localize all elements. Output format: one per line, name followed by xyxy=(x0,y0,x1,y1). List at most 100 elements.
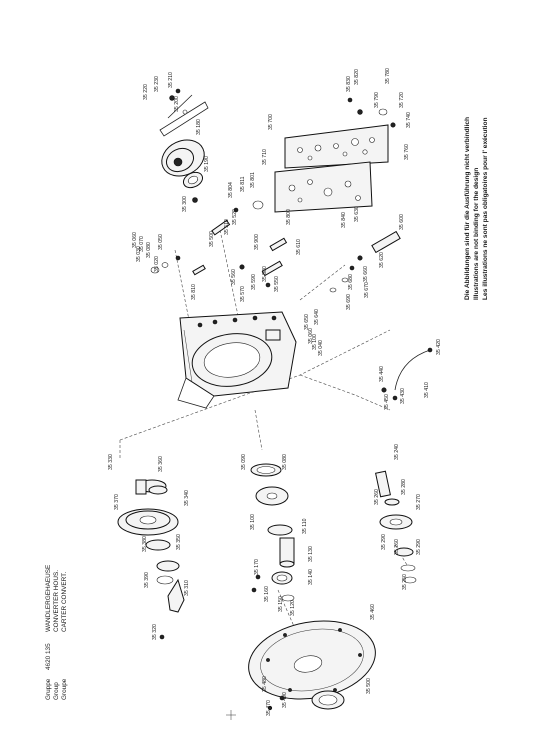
converter-housing xyxy=(177,311,297,409)
part-number-label: 35 600 xyxy=(399,214,405,230)
part-number-label: 35 060 xyxy=(132,232,138,248)
part-number-label: 35 340 xyxy=(184,490,190,506)
part-number-label: 35 650 xyxy=(304,314,310,330)
part-number-label: 35 380 xyxy=(142,536,148,552)
part-number-label: 35 900 xyxy=(254,234,260,250)
part-number-label: 35 820 xyxy=(354,69,360,85)
part-number-label: 35 290 xyxy=(416,539,422,555)
part-number-label: 35 450 xyxy=(384,394,390,410)
part-number-label: 35 420 xyxy=(436,339,442,355)
pressure-valve xyxy=(329,230,401,293)
part-number-label: 35 080 xyxy=(146,242,152,258)
part-number-label: 35 270 xyxy=(416,494,422,510)
part-number-label: 35 330 xyxy=(108,454,114,470)
part-number-label: 35 620 xyxy=(379,252,385,268)
group-header: Gruppe 4620 135 WANDLERGEHAEUSE Group CO… xyxy=(45,565,68,700)
part-number-label: 35 190 xyxy=(204,156,210,172)
part-number-label: 35 050 xyxy=(158,234,164,250)
part-number-label: 35 180 xyxy=(196,119,202,135)
part-number-label: 35 520 xyxy=(232,209,238,225)
output-shaft-assembly xyxy=(250,463,295,602)
part-number-label: 35 100 xyxy=(250,514,256,530)
part-number-label: 35 290 xyxy=(381,534,387,550)
front-cover-assembly xyxy=(159,88,264,213)
disclaimer-en: Illustrations are not binding for the de… xyxy=(473,168,480,300)
part-number-label: 35 670 xyxy=(364,282,370,298)
part-number-label: 35 060 xyxy=(308,328,314,344)
part-number-label: 35 800 xyxy=(286,209,292,225)
crop-mark xyxy=(226,710,236,720)
control-plates xyxy=(274,97,396,213)
part-number-label: 35 370 xyxy=(114,494,120,510)
part-number-label: 35 020 xyxy=(154,256,160,272)
part-number-label: 35 070 xyxy=(139,236,145,252)
valve-components xyxy=(150,219,288,288)
part-number-label: 35 250 xyxy=(402,574,408,590)
part-number-label: 35 700 xyxy=(268,114,274,130)
part-number-label: 35 630 xyxy=(354,206,360,222)
part-number-label: 35 260 xyxy=(374,489,380,505)
part-number-label: 35 230 xyxy=(154,76,160,92)
header-title-de: WANDLERGEHAEUSE xyxy=(45,565,52,632)
part-number-label: 35 830 xyxy=(346,76,352,92)
part-number-label: 35 110 xyxy=(302,518,308,534)
header-row2-label: Group xyxy=(53,682,60,700)
part-number-label: 35 550 xyxy=(274,276,280,292)
part-number-label: 35 130 xyxy=(308,546,314,562)
part-number-label: 35 811 xyxy=(240,176,246,192)
part-number-label: 35 030 xyxy=(136,246,142,262)
rear-cover xyxy=(248,620,376,711)
part-number-label: 35 500 xyxy=(209,231,215,247)
part-number-label: 35 220 xyxy=(143,84,149,100)
part-number-label: 35 040 xyxy=(318,340,324,356)
part-number-label: 35 440 xyxy=(379,366,385,382)
part-number-label: 35 640 xyxy=(314,309,320,325)
part-number-label: 35 480 xyxy=(262,676,268,692)
part-number-label: 35 760 xyxy=(404,144,410,160)
part-number-label: 35 360 xyxy=(158,456,164,472)
header-row3-label: Groupe xyxy=(61,678,68,700)
part-number-label: 35 490 xyxy=(282,692,288,708)
pump-drive-gears xyxy=(117,479,185,640)
part-number-label: 35 240 xyxy=(394,444,400,460)
header-group-number: 4620 135 xyxy=(45,643,52,670)
disclaimer-de: Die Abbildungen sind für die Ausführung … xyxy=(464,117,471,300)
part-number-label: 35 410 xyxy=(424,382,430,398)
part-number-label: 35 570 xyxy=(240,286,246,302)
part-number-label: 35 560 xyxy=(231,269,237,285)
disclaimer: Die Abbildungen sind für die Ausführung … xyxy=(464,117,489,300)
header-title-en: CONVERTER HOUS. xyxy=(53,570,60,632)
header-title-fr: CARTER CONVERT. xyxy=(61,572,68,632)
part-number-label: 35 790 xyxy=(374,92,380,108)
part-number-label: 35 310 xyxy=(184,580,190,596)
part-number-label: 35 430 xyxy=(400,388,406,404)
breather-pipe xyxy=(381,347,433,401)
auxiliary-gear xyxy=(375,470,417,584)
part-number-label: 35 810 xyxy=(191,284,197,300)
part-number-label: 35 160 xyxy=(264,586,270,602)
part-number-label: 35 801 xyxy=(250,172,256,188)
part-number-label: 35 780 xyxy=(385,68,391,84)
part-number-label: 35 300 xyxy=(182,196,188,212)
disclaimer-fr: Les illustrations ne sont pas obligatoir… xyxy=(482,117,489,300)
part-number-label: 35 150 xyxy=(278,596,284,612)
part-number-label: 35 140 xyxy=(308,569,314,585)
part-number-label: 35 720 xyxy=(399,92,405,108)
part-number-label: 35 100 xyxy=(312,334,318,350)
part-number-label: 35 580 xyxy=(262,266,268,282)
part-number-label: 35 170 xyxy=(254,559,260,575)
part-number-label: 35 590 xyxy=(251,274,257,290)
part-number-label: 35 610 xyxy=(296,239,302,255)
part-number-label: 35 280 xyxy=(401,479,407,495)
part-number-label: 35 470 xyxy=(266,700,272,716)
part-number-label: 35 510 xyxy=(224,219,230,235)
part-number-label: 35 090 xyxy=(241,454,247,470)
part-number-label: 35 080 xyxy=(282,454,288,470)
part-number-label: 35 390 xyxy=(144,572,150,588)
part-number-label: 35 200 xyxy=(174,96,180,112)
part-number-label: 35 320 xyxy=(152,624,158,640)
part-number-label: 35 500 xyxy=(366,678,372,694)
part-number-label: 35 660 xyxy=(363,266,369,282)
